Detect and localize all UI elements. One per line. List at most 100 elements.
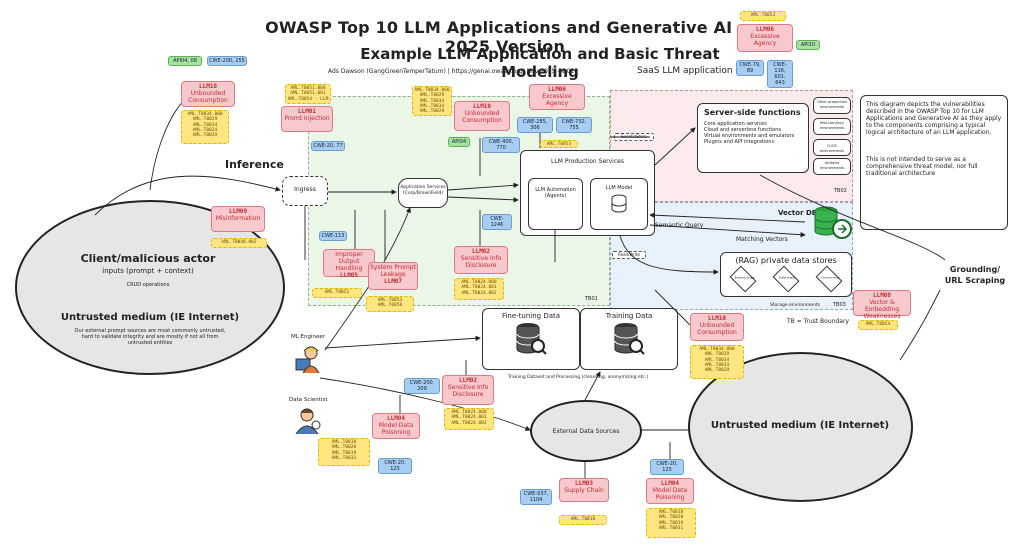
threat-name: Unbounded Consumption [188, 90, 228, 104]
server-side-item: Core application services [704, 121, 767, 127]
description-paragraph-1: This diagram depicts the vulnerabilities… [866, 101, 1002, 136]
automation-label: LLM Automation (Agents) [535, 187, 576, 199]
tag-cwe: CWE-20, 77 [311, 141, 345, 151]
atlas-note: AML.T0024.000 AML.T0024.001 AML.T0024.00… [444, 408, 494, 430]
tb02-env-box: CI/CD environments [813, 139, 851, 156]
server-side-title: Server-side functions [704, 108, 801, 117]
data-scientist-label: Data Scientist [289, 397, 328, 403]
tb02-env-box: Multi-tenancy environments [813, 118, 851, 135]
threat-name: Promt Injection [284, 115, 330, 122]
tag-cwe: CWE-200, 209 [404, 378, 440, 394]
threat-code: LLM10 [198, 83, 218, 90]
training-label: Training Data [605, 312, 653, 320]
server-side-functions: Server-side functions Core application s… [697, 103, 809, 173]
saas-label: SaaS LLM application [637, 66, 733, 76]
app-services-node: Application Services (Corp/BrownField) [398, 178, 448, 208]
threat-code: LLM07 [383, 278, 403, 285]
atlas-note: AML.T0048.002 [211, 238, 267, 248]
tb01-label: TB01 [585, 296, 598, 302]
tb02-env-box: Artifacts environments [813, 158, 851, 175]
threat-name: Vector & Embedding Weaknesses [863, 299, 901, 320]
tag-cwe: CWE-400, 770 [482, 137, 520, 153]
right-untrusted-medium: Untrusted medium (IE Internet) [710, 420, 890, 431]
ingress-node: Ingress [282, 176, 328, 206]
atlas-note: AML.T0053 AML.T0056 [366, 296, 414, 312]
ml-engineer-icon [295, 346, 320, 374]
prod-services-label: LLM Production Services [551, 158, 624, 165]
external-data-label: External Data Sources [552, 428, 620, 435]
inference-label: Inference [225, 158, 284, 171]
ml-to-training [324, 335, 481, 349]
grounding-label: Grounding/ URL Scraping [944, 265, 1006, 285]
tag-cwe: CWE-200, 255 [207, 56, 247, 66]
data-scientist-icon [295, 408, 321, 435]
threat-code: LLM04 [386, 415, 406, 422]
rag-title: (RAG) private data stores [735, 256, 837, 265]
threat-name: Sensitive Info Disclosure [460, 255, 502, 269]
threat-code: LLM10 [707, 315, 727, 322]
tag-cwe: CWE-20, 125 [378, 458, 412, 474]
threat-name: Excessive Agency [750, 33, 780, 47]
atlas-note: AML.T0024.000 AML.T0024.001 AML.T0024.00… [454, 278, 504, 300]
tag-cwe: CWE-732, 755 [556, 117, 592, 133]
tag-cwe: CWE-116, 601, 643 [767, 60, 793, 88]
server-side-item: Plugins and API integrations [704, 139, 775, 145]
left-untrusted-note: Our external prompt sources are most com… [74, 328, 226, 346]
threat-code: LLM02 [458, 377, 478, 384]
tag-api: API10 [796, 40, 820, 50]
fine-tuning-label: Fine-tuning Data [501, 312, 561, 320]
threat-code: LLM09 [228, 208, 248, 215]
ingress-label: Ingress [294, 186, 316, 193]
threat-code: LLM08 [872, 292, 892, 299]
ml-engineer-label: ML Engineer [291, 334, 326, 340]
atlas-note: AML.T0034.000 AML.T0029 AML.T0034 AML.T0… [412, 86, 452, 116]
rag-item: Docum-ents [815, 265, 843, 293]
threat-name: Misinformation [215, 215, 261, 222]
threat-name: Improper Output Handling [335, 251, 363, 272]
diagram-title: OWASP Top 10 LLM Applications and Genera… [265, 18, 745, 56]
fine-tuning-data: Fine-tuning Data [482, 308, 580, 370]
atlas-note: AML.T0018 AML.T0020 AML.T0019 AML.T0031 [646, 508, 696, 538]
model-database-icon [611, 194, 627, 213]
tb03-label: TB03 [833, 302, 846, 308]
tag-api: API04, 08 [168, 56, 202, 66]
rag-item: Data-bases [772, 265, 800, 293]
client-inputs: inputs (prompt + context) [102, 267, 194, 275]
read-write-label: Read/Write [612, 251, 646, 259]
threat-name: System Prompt Leakage [370, 264, 416, 278]
atlas-note: AML.T0010 [559, 515, 607, 525]
events-store-label: Events/Store [614, 133, 654, 141]
llm-automation-node: LLM Automation (Agents) [528, 178, 583, 230]
tag-api: API04 [448, 137, 470, 147]
atlas-note: AML.T0034.000 AML.T0029 AML.T0034 AML.T0… [690, 345, 744, 379]
atlas-note: AML.T0018 AML.T0020 AML.T0019 AML.T0031 [318, 438, 370, 466]
threat-code: LLM03 [574, 480, 594, 487]
server-side-item: Virtual environments and emulators [704, 133, 795, 139]
diagram-meta: Ads Dawson (GangGreenTemperTatum) | http… [328, 68, 575, 75]
server-side-item: Cloud and serverless functions [704, 127, 781, 133]
threat-name: Unbounded Consumption [697, 322, 737, 336]
threat-name: Model Data Poisoning [652, 487, 688, 501]
model-label: LLM Model [605, 185, 633, 191]
atlas-note: AML.T0054 [858, 320, 898, 330]
rag-item-label: Embed-dings [734, 275, 754, 280]
training-caption: Training Dataset and Processing (cleansi… [508, 375, 649, 380]
left-untrusted-medium: Untrusted medium (IE Internet) [60, 312, 240, 323]
tag-cwe: CWE-937, 1104 [520, 489, 552, 505]
matching-vectors-label: Matching Vectors [736, 236, 788, 243]
rag-data-stores: (RAG) private data stores Embed-dings Da… [720, 252, 852, 297]
llm-model-node: LLM Model [590, 178, 648, 230]
threat-name: Excessive Agency [542, 93, 572, 107]
